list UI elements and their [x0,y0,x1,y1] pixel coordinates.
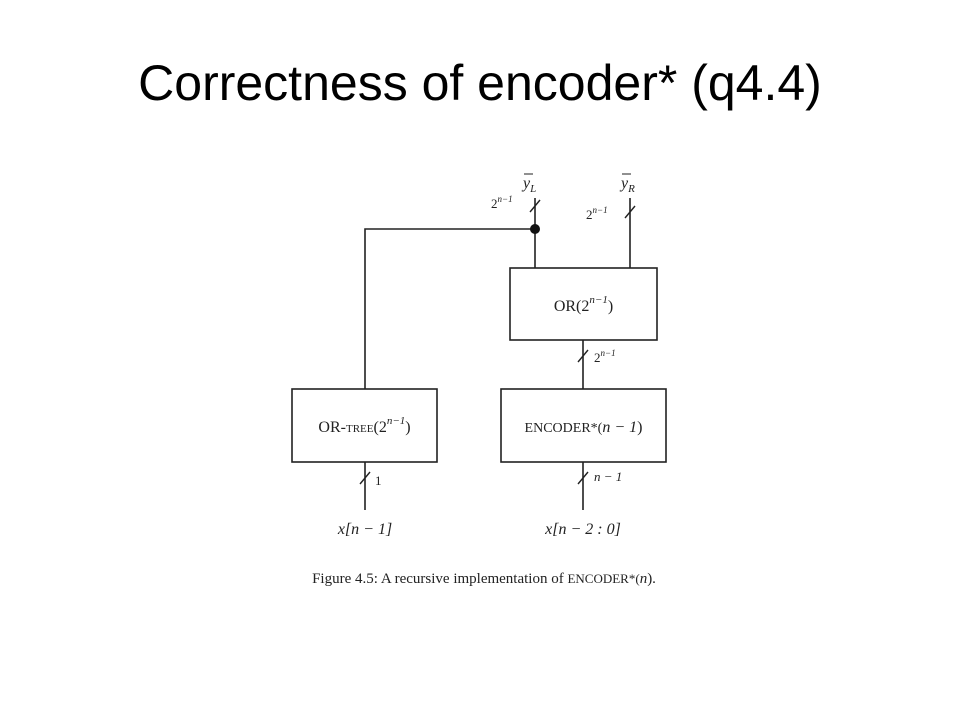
bus-width-yr: 2n−1 [586,205,608,222]
or-block-label: OR(2n−1) [554,294,613,315]
bus-width-or-encoder: 2n−1 [594,348,616,365]
or-tree-block [291,388,438,463]
bus-mark-or-encoder [577,349,589,363]
or-block [509,267,658,341]
bus-width-yl: 2n−1 [491,194,513,211]
figure-caption: Figure 4.5: A recursive implementation o… [312,571,656,587]
junction-dot [530,224,540,234]
encoder-block-label: ENCODER*(n − 1) [525,419,643,436]
bus-marks [359,199,636,485]
bus-width-or-tree-in: 1 [375,473,382,488]
input-label-right: x[n − 2 : 0] [544,521,621,538]
bus-mark-encoder-in [577,471,589,485]
bus-mark-yl [529,199,541,213]
wire-branch-to-or-tree [364,228,535,389]
bus-mark-yr [624,205,636,219]
wires [364,198,631,510]
encoder-block [500,388,667,463]
output-label-yl: yL [521,175,536,195]
output-label-yr: yR [619,175,635,195]
bus-mark-or-tree-in [359,471,371,485]
input-label-left: x[n − 1] [337,521,392,538]
bus-width-encoder-in: n − 1 [594,469,622,484]
or-tree-block-label: OR-tree(2n−1) [318,415,410,436]
slide-title: Correctness of encoder* (q4.4) [138,55,822,111]
